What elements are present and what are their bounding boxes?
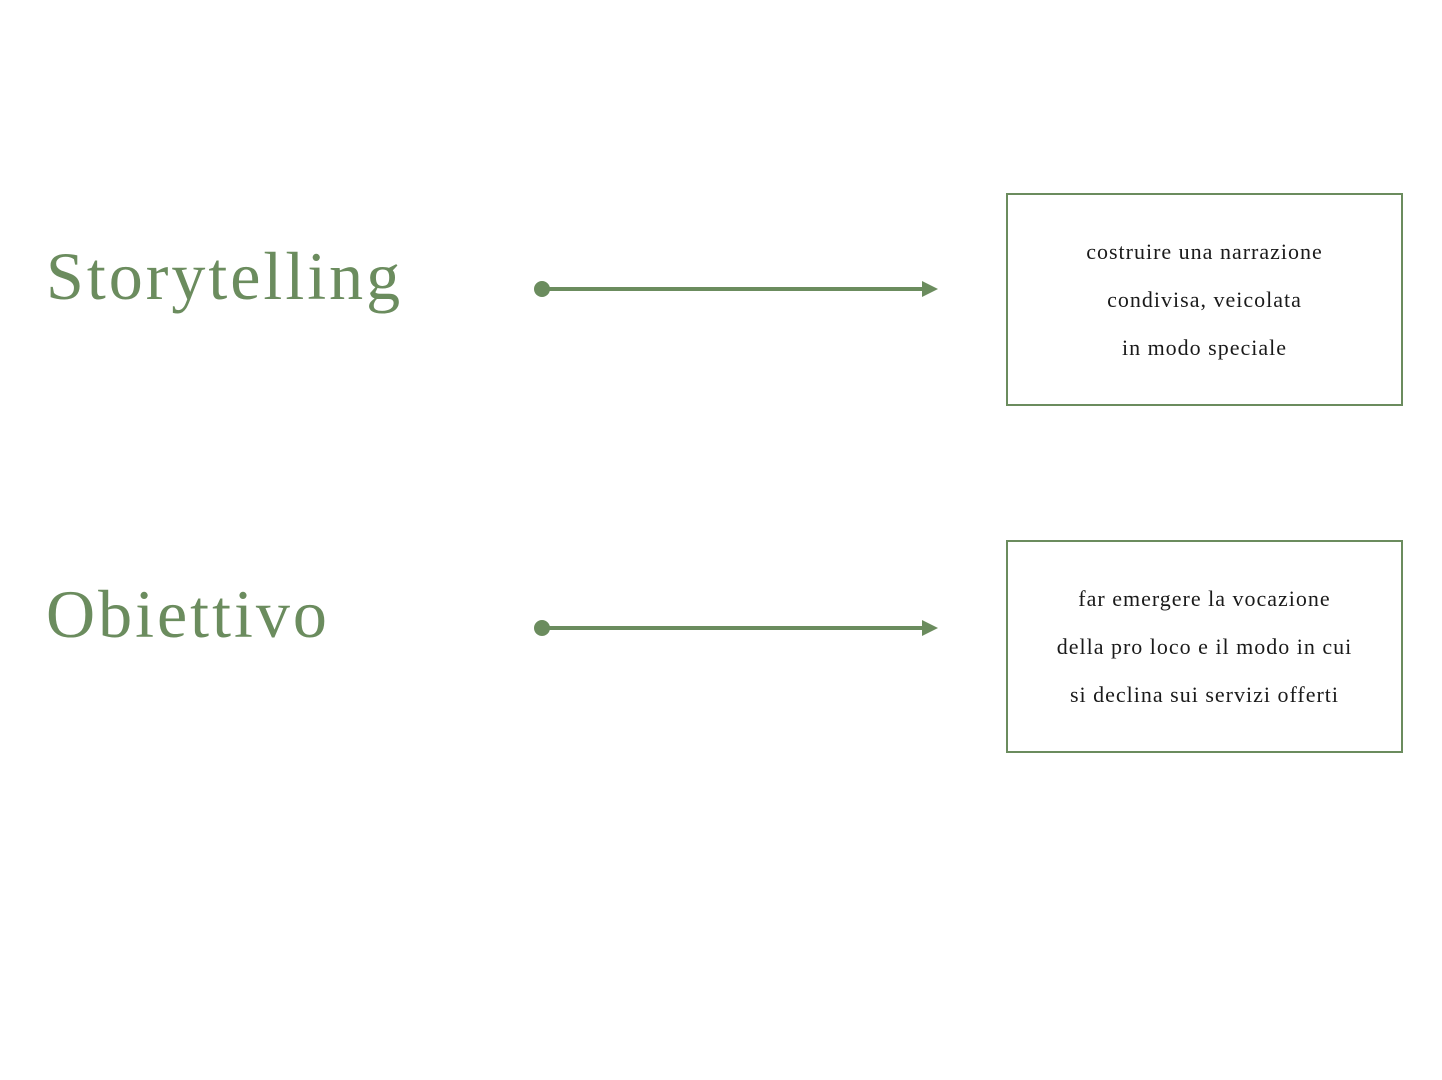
description-line: in modo speciale bbox=[1121, 334, 1288, 360]
description-line: si declina sui servizi offerti bbox=[1069, 681, 1340, 707]
description-box-storytelling: costruire una narrazione condivisa, veic… bbox=[1006, 193, 1403, 406]
arrow-connector-obiettivo bbox=[534, 620, 938, 636]
arrow-connector-storytelling bbox=[534, 281, 938, 297]
description-line: far emergere la vocazione bbox=[1078, 585, 1331, 611]
description-box-obiettivo: far emergere la vocazione della pro loco… bbox=[1006, 540, 1403, 753]
heading-storytelling: Storytelling bbox=[46, 238, 404, 314]
heading-obiettivo: Obiettivo bbox=[46, 576, 330, 652]
description-line: costruire una narrazione bbox=[1086, 238, 1323, 264]
arrowhead-icon bbox=[922, 620, 938, 636]
description-line: condivisa, veicolata bbox=[1107, 286, 1302, 312]
description-line: della pro loco e il modo in cui bbox=[1056, 633, 1353, 659]
arrowhead-icon bbox=[922, 281, 938, 297]
